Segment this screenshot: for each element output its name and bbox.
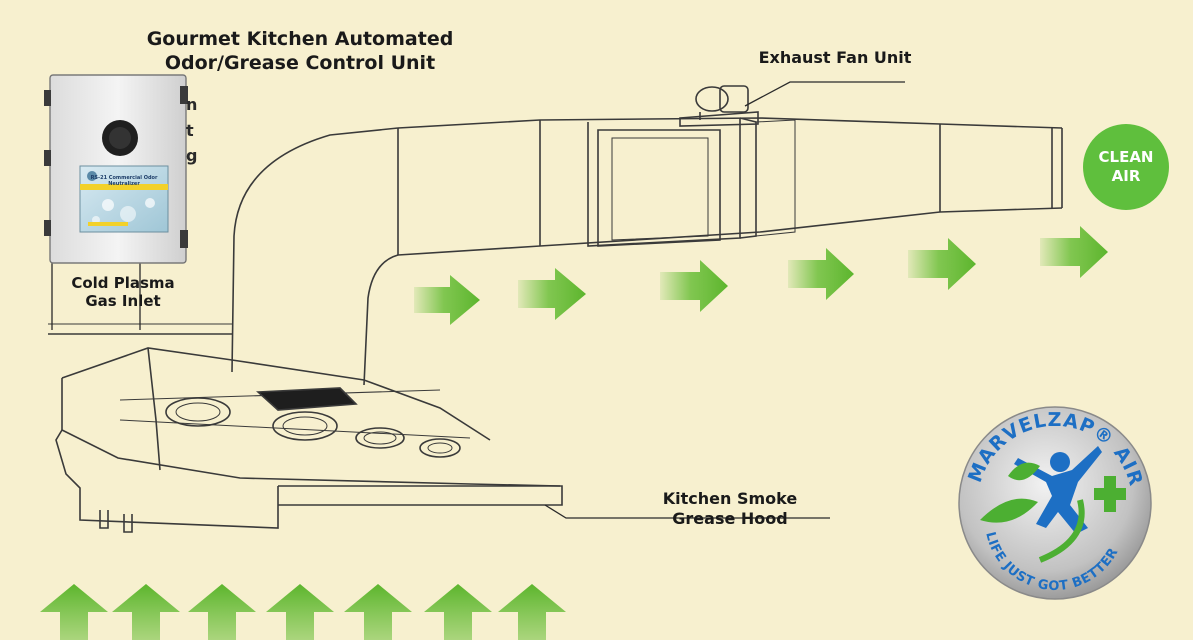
clean-air-badge: CLEAN AIR xyxy=(1083,124,1169,210)
grease-hood-label-line-2: Grease Hood xyxy=(672,509,788,528)
leaf-icon xyxy=(980,498,1038,523)
partial-letter: g xyxy=(186,146,198,166)
grease-hood-label-line-1: Kitchen Smoke xyxy=(662,489,798,508)
up-arrow xyxy=(112,584,180,640)
gas-inlet-label-line-1: Cold Plasma xyxy=(71,274,175,292)
up-arrow xyxy=(344,584,412,640)
airflow-arrow xyxy=(788,248,854,300)
up-arrow xyxy=(266,584,334,640)
airflow-arrow xyxy=(908,238,976,290)
gas-inlet-label-line-2: Gas Inlet xyxy=(85,292,161,310)
title-line-2: Odor/Grease Control Unit xyxy=(164,51,436,74)
control-unit xyxy=(44,74,188,264)
upward-arrows xyxy=(40,584,566,640)
up-arrow xyxy=(498,584,566,640)
diagram-title: Gourmet Kitchen Automated Odor/Grease Co… xyxy=(140,28,460,76)
partial-letters: n t g xyxy=(186,92,197,169)
up-arrow xyxy=(188,584,256,640)
control-panel-text: RS-21 Commercial Odor Neutralizer xyxy=(90,175,158,187)
marvelzap-logo: MARVELZAP® AIR LIFE JUST GOT BETTER xyxy=(958,406,1152,600)
up-arrow xyxy=(424,584,492,640)
airflow-arrow xyxy=(1040,226,1108,278)
clean-air-text: CLEAN AIR xyxy=(1098,148,1154,185)
plus-icon xyxy=(1094,476,1126,512)
duct xyxy=(48,85,1063,386)
leaf-icon xyxy=(1008,462,1040,481)
logo-figure-head xyxy=(1050,452,1070,472)
partial-letter: n xyxy=(186,95,198,114)
kitchen-hood xyxy=(55,347,563,533)
airflow-arrow xyxy=(660,260,728,312)
partial-letter: t xyxy=(186,120,194,140)
airflow-arrows xyxy=(414,226,1108,325)
grease-hood-label: Kitchen Smoke Grease Hood xyxy=(625,489,835,529)
gas-inlet-label: Cold Plasma Gas Inlet xyxy=(48,274,198,310)
up-arrow xyxy=(40,584,108,640)
airflow-arrow xyxy=(414,275,480,325)
exhaust-fan-label: Exhaust Fan Unit xyxy=(758,48,912,67)
airflow-arrow xyxy=(518,268,586,320)
leader-lines xyxy=(51,81,905,519)
title-line-1: Gourmet Kitchen Automated xyxy=(146,28,454,50)
